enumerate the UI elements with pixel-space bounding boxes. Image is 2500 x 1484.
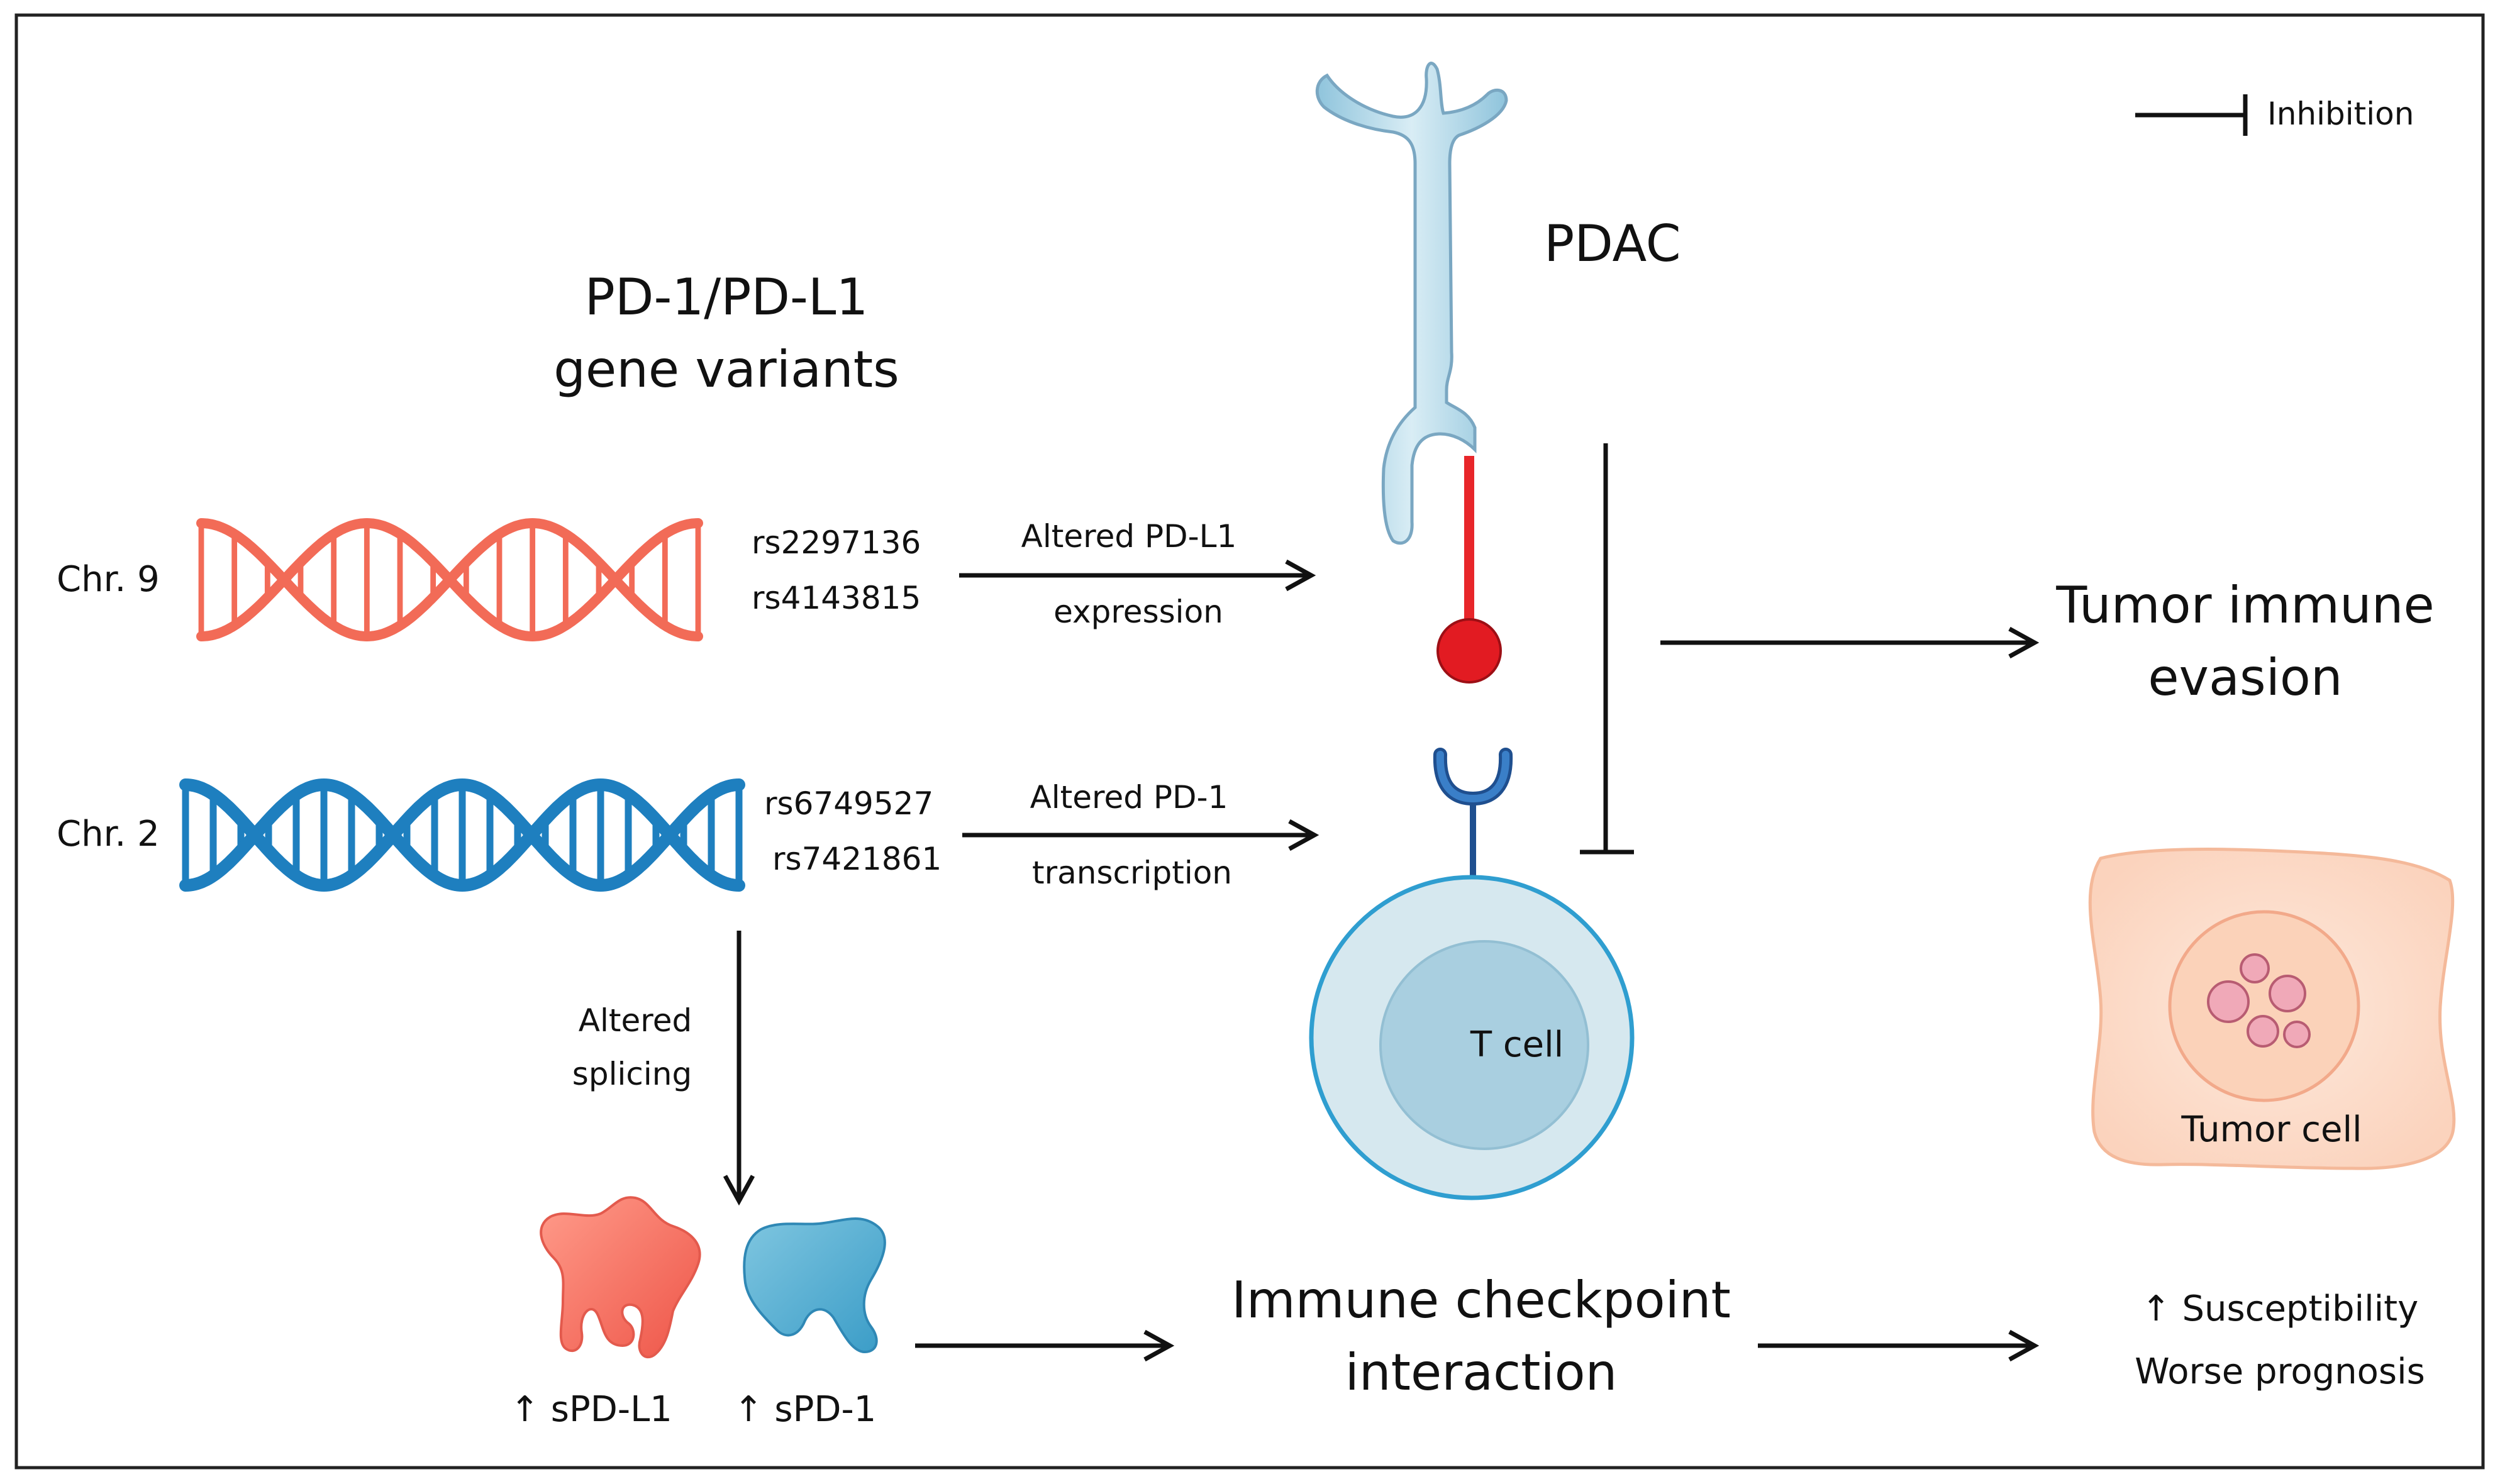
pdl1-stalk [1464, 456, 1474, 645]
t-cell [1309, 875, 1635, 1200]
tumor-nucleolus [2269, 975, 2306, 1012]
splicing-arrowhead [723, 1175, 755, 1206]
pd1-transcription-label-2: transcription [1032, 855, 1232, 891]
outcome-label-2: Worse prognosis [2135, 1351, 2425, 1392]
pd1-receptor [1433, 748, 1513, 896]
pd1-transcription-label-1: Altered PD-1 [1030, 779, 1228, 816]
tumor-nucleolus [2240, 953, 2270, 983]
chr9-snp-1: rs2297136 [752, 524, 921, 561]
tumor-cell-nucleus [2168, 910, 2360, 1102]
spdl1-label: ↑ sPD-L1 [510, 1389, 672, 1430]
diagram-title-line1: PD-1/PD-L1 [585, 268, 869, 326]
figure-border [14, 13, 2485, 1470]
pdl1-expression-arrowhead [1285, 559, 1316, 592]
spd1-label: ↑ sPD-1 [734, 1389, 877, 1430]
checkpoint-label-1: Immune checkpoint [1231, 1271, 1731, 1329]
dna-strand [196, 518, 703, 642]
pdl1-ligand-ball [1436, 618, 1502, 684]
chr9-snp-2: rs4143815 [752, 580, 921, 616]
chr9-label: Chr. 9 [57, 559, 160, 600]
tumor-nucleolus [2207, 980, 2250, 1023]
pd1-transcription-arrowhead [1288, 819, 1319, 851]
splicing-label-1: Altered [579, 1002, 692, 1039]
diagram-title-line2: gene variants [553, 340, 899, 399]
dna-strand [179, 778, 745, 892]
inhibition-label: Inhibition [2267, 96, 2414, 132]
pdac-cell [1315, 62, 1508, 545]
inhibition-legend: Inhibition [2135, 94, 2414, 136]
chr2-snp-1: rs6749527 [764, 785, 933, 822]
pdl1-expression-label-1: Altered PD-L1 [1021, 518, 1237, 555]
chr2-label: Chr. 2 [57, 814, 160, 855]
splicing-label-2: splicing [572, 1056, 692, 1092]
pdac-label: PDAC [1544, 214, 1681, 273]
outcome-arrowhead [2008, 1329, 2040, 1362]
t-cell-nucleus [1379, 940, 1589, 1150]
chr9-dna-helix [196, 518, 703, 642]
pdl1-expression-label-2: expression [1053, 594, 1223, 630]
evasion-arrowhead [2008, 626, 2040, 659]
chr2-dna-helix [179, 778, 745, 892]
spdl1-protein [540, 1196, 701, 1359]
evasion-label-1: Tumor immune [2055, 576, 2434, 634]
tumor-nucleolus [2247, 1015, 2279, 1048]
dna-strand [179, 778, 745, 892]
checkpoint-label-2: interaction [1345, 1343, 1618, 1402]
tumor-cell-label: Tumor cell [2181, 1109, 2362, 1150]
spd1-protein [743, 1217, 886, 1354]
t-cell-label: T cell [1470, 1024, 1564, 1065]
tumor-cell [2088, 848, 2456, 1170]
evasion-label-2: evasion [2148, 648, 2342, 707]
tumor-nucleolus [2283, 1021, 2311, 1048]
chr2-snp-2: rs7421861 [772, 841, 942, 877]
outcome-label-1: ↑ Susceptibility [2142, 1288, 2419, 1329]
checkpoint-arrowhead [1143, 1329, 1175, 1362]
